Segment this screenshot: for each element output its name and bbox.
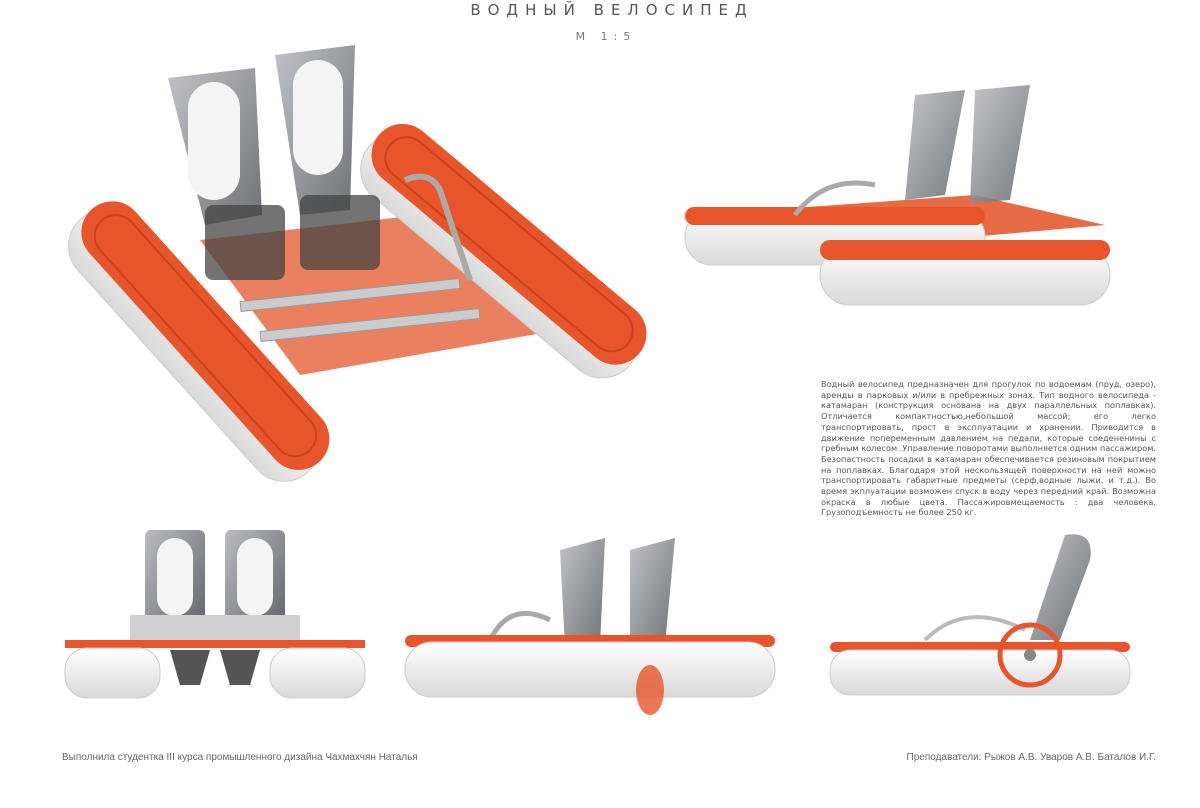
page-title: ВОДНЫЙ ВЕЛОСИПЕД (470, 1, 754, 19)
scale-label: М 1:5 (575, 30, 637, 43)
description-text: Водный велосипед предназначен для прогул… (821, 379, 1156, 518)
render-side-perspective (684, 85, 1111, 306)
render-rear-perspective (404, 538, 776, 715)
seat-right (275, 45, 380, 270)
seat-left (168, 68, 285, 280)
render-side-view (829, 534, 1131, 696)
teachers-credit: Преподаватели: Рыжов А.В. Уваров А.В. Ба… (906, 752, 1156, 763)
render-front-view (64, 530, 366, 699)
render-main-view (68, 45, 647, 482)
author-credit: Выполнила студентка III курса промышленн… (62, 752, 418, 763)
